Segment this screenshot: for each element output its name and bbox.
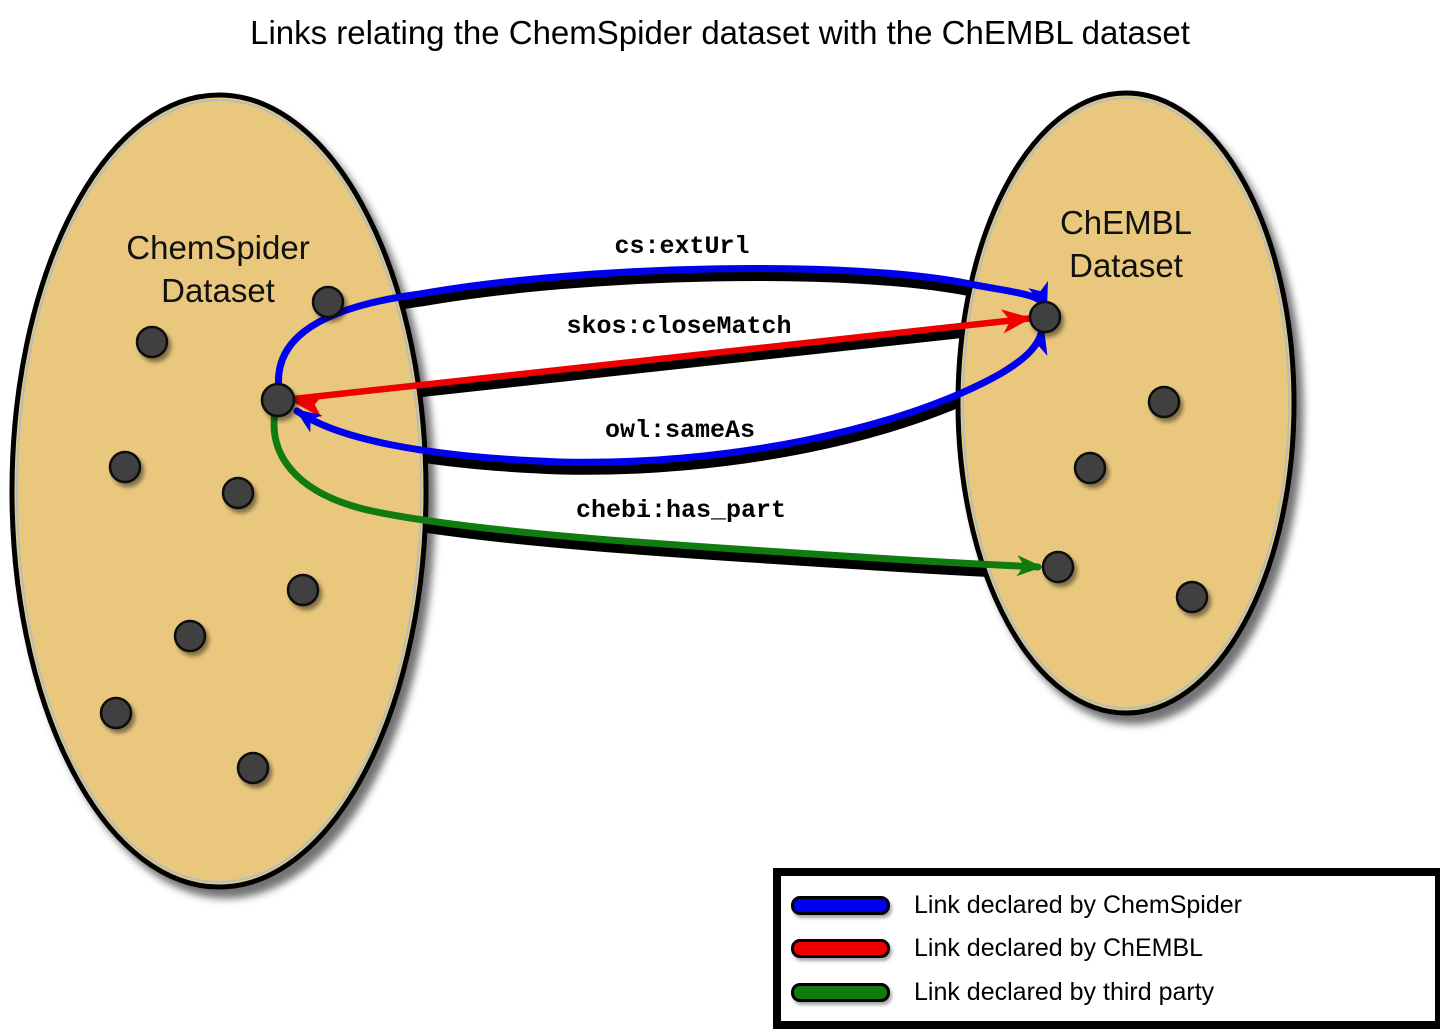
- owl-sameas-arrowhead-left: [295, 409, 323, 433]
- chemspider-dataset-label: ChemSpider Dataset: [68, 226, 368, 312]
- data-dot: [1073, 451, 1107, 485]
- legend-item-chemspider: Link declared by ChemSpider: [791, 891, 1435, 920]
- chemspider-dots: [99, 285, 345, 785]
- legend-swatch-blue: [791, 895, 890, 915]
- legend-item-third-party: Link declared by third party: [791, 978, 1435, 1007]
- data-dot: [236, 751, 270, 785]
- data-dot: [1147, 385, 1181, 419]
- data-dot: [1175, 580, 1209, 614]
- chebi-haspart-link: [270, 403, 1042, 571]
- chembl-label-line2: Dataset: [1069, 247, 1183, 284]
- data-dot: [221, 476, 255, 510]
- cs-exturl-label: cs:extUrl: [614, 232, 750, 261]
- legend-label: Link declared by ChemSpider: [914, 890, 1242, 919]
- chebi-haspart-label: chebi:has_part: [575, 496, 787, 525]
- data-dot: [311, 285, 345, 319]
- data-dot-chembl-anchor: [1028, 300, 1062, 334]
- chembl-ellipse-rim: [962, 97, 1290, 709]
- legend-label: Link declared by third party: [914, 977, 1215, 1006]
- skos-closematch-link: [280, 313, 1047, 404]
- chembl-dots: [1028, 300, 1209, 614]
- data-dot: [173, 619, 207, 653]
- data-dot-chembl-target: [1041, 550, 1075, 584]
- chemspider-label-line1: ChemSpider: [126, 229, 310, 266]
- legend-item-chembl: Link declared by ChEMBL: [791, 934, 1435, 963]
- owl-sameas-link: [293, 327, 1046, 466]
- data-dot: [108, 450, 142, 484]
- chemspider-ellipse-rim: [16, 99, 422, 883]
- data-dot: [99, 696, 133, 730]
- chebi-haspart-arrowhead: [1016, 555, 1043, 577]
- chembl-ellipse: [955, 90, 1297, 716]
- data-dot-chemspider-anchor: [260, 382, 296, 418]
- chemspider-ellipse: [9, 92, 429, 890]
- skos-closematch-arrowhead-left: [293, 393, 325, 418]
- legend-swatch-red: [791, 939, 890, 958]
- legend-label: Link declared by ChEMBL: [914, 934, 1204, 962]
- chembl-dataset-label: ChEMBL Dataset: [976, 201, 1276, 287]
- chemspider-ellipse-shape: [9, 92, 429, 890]
- legend-box: Link declared by ChemSpider Link declare…: [773, 868, 1440, 1029]
- owl-sameas-label: owl:sameAs: [604, 416, 756, 445]
- data-dot: [286, 573, 320, 607]
- owl-sameas-arrowhead-right: [1027, 328, 1048, 356]
- skos-closematch-arrowhead-right: [1000, 309, 1032, 334]
- legend-swatch-green: [791, 982, 890, 1002]
- data-dot: [135, 325, 169, 359]
- chembl-ellipse-shape: [955, 90, 1297, 716]
- cs-exturl-link: [275, 265, 1050, 400]
- chembl-label-line1: ChEMBL: [1059, 204, 1193, 241]
- skos-closematch-label: skos:closeMatch: [566, 312, 792, 341]
- chemspider-label-line2: Dataset: [161, 272, 275, 309]
- diagram-title: Links relating the ChemSpider dataset wi…: [250, 14, 1190, 51]
